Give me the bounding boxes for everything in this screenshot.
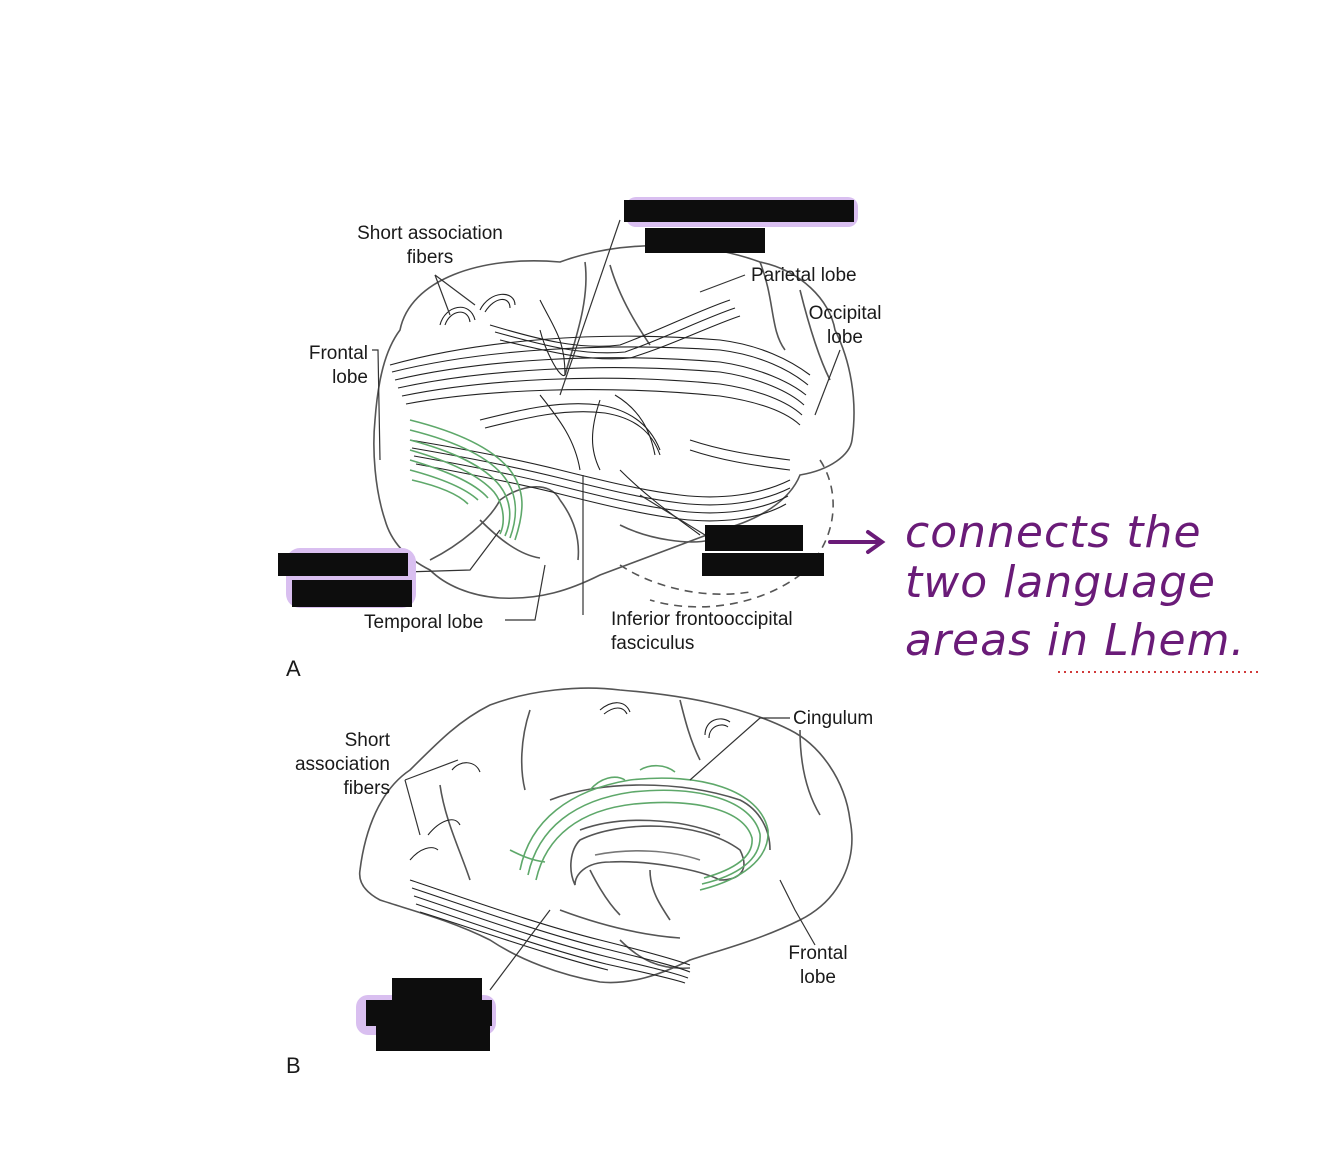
redaction-block	[702, 553, 824, 576]
handwritten-annotation-line-2: two language	[905, 558, 1216, 608]
handwritten-annotation-line-1: connects the	[905, 508, 1202, 558]
label-temporal-lobe: Temporal lobe	[364, 611, 483, 635]
redaction-block	[278, 553, 408, 576]
redaction-block	[705, 525, 803, 551]
label-parietal-lobe: Parietal lobe	[751, 264, 857, 288]
green-fibers-a	[410, 420, 522, 540]
label-inferior-frontooccipital-fasciculus: Inferior frontooccipital fasciculus	[611, 608, 793, 656]
label-occipital-lobe: Occipital lobe	[795, 302, 895, 350]
label-short-association-fibers-a: Short association fibers	[340, 222, 520, 270]
brain-lateral-view	[374, 246, 854, 607]
panel-letter-b: B	[286, 1053, 301, 1079]
label-cingulum: Cingulum	[793, 707, 873, 731]
label-frontal-lobe-a: Frontal lobe	[290, 342, 368, 390]
redaction-block	[292, 580, 412, 607]
redaction-block	[645, 228, 765, 253]
handwritten-arrow	[830, 532, 882, 552]
label-short-association-fibers-b: Short association fibers	[272, 729, 390, 801]
brain-outline-b	[360, 688, 852, 982]
redaction-block	[624, 200, 854, 222]
redaction-block	[376, 1025, 490, 1051]
redaction-block	[366, 1000, 492, 1026]
short-fibers-a1	[440, 307, 475, 325]
handwritten-annotation-line-3: areas in Lhem.	[905, 616, 1245, 666]
label-frontal-lobe-b: Frontal lobe	[776, 942, 860, 990]
panel-letter-a: A	[286, 656, 301, 682]
fiber-bundles-b	[410, 703, 730, 983]
fiber-bundles-a	[390, 294, 810, 535]
brain-medial-view	[360, 688, 852, 982]
leader-lines-b	[405, 718, 815, 990]
